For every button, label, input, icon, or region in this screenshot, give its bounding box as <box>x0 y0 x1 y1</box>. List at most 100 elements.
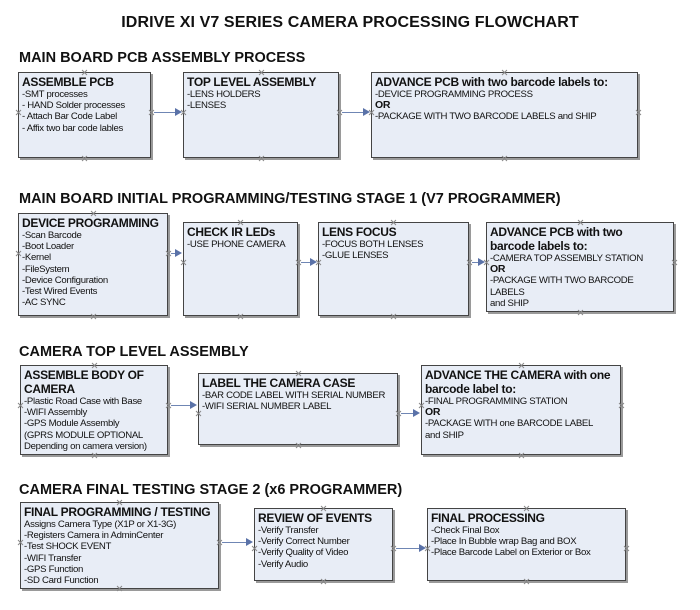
connection-point-icon <box>524 505 530 511</box>
process-box-title: ASSEMBLE BODY OF CAMERA <box>24 368 144 396</box>
process-box-title: FINAL PROCESSING <box>431 511 545 525</box>
connection-point-icon <box>180 109 186 115</box>
connection-point-icon <box>117 499 123 505</box>
connection-point-icon <box>15 109 21 115</box>
process-step: -Boot Loader <box>22 241 74 253</box>
connection-point-icon <box>295 442 301 448</box>
process-box: FINAL PROCESSING -Check Final Box-Place … <box>427 508 626 581</box>
process-step: Depending on camera version) <box>24 440 147 452</box>
connection-point-icon <box>577 219 583 225</box>
connection-point-icon <box>91 362 97 368</box>
connection-point-icon <box>17 539 23 545</box>
process-box-title: LENS FOCUS <box>322 225 397 239</box>
process-step: -WIFI SERIAL NUMBER LABEL <box>202 401 332 413</box>
connection-point-icon <box>618 402 624 408</box>
process-step: -GLUE LENSES <box>322 250 389 262</box>
connection-point-icon <box>258 155 264 161</box>
connection-point-icon <box>15 250 21 256</box>
process-step: - Attach Bar Code Label <box>22 111 117 123</box>
process-box-title: ADVANCE THE CAMERA with one barcode labe… <box>425 368 611 396</box>
process-box: CHECK IR LEDs-USE PHONE CAMERA <box>183 222 298 316</box>
diagram-title: IDRIVE XI V7 SERIES CAMERA PROCESSING FL… <box>121 14 579 31</box>
connection-point-icon <box>315 259 321 265</box>
process-box-title: ADVANCE PCB with two barcode labels to: <box>375 75 608 89</box>
process-box-title: ASSEMBLE PCB <box>22 75 114 89</box>
connection-point-icon <box>321 578 327 584</box>
process-box: LABEL THE CAMERA CASE-BAR CODE LABEL WIT… <box>198 373 398 445</box>
flow-arrow <box>472 258 485 266</box>
process-step: -PACKAGE WITH TWO BARCODE LABELS and SHI… <box>375 111 597 123</box>
process-step: OR <box>375 99 391 112</box>
flow-arrow <box>222 538 253 546</box>
process-box-title: FINAL PROGRAMMING / TESTING <box>24 505 211 519</box>
connection-point-icon <box>321 505 327 511</box>
process-step: -AC SYNC <box>22 297 66 309</box>
connection-point-icon <box>251 545 257 551</box>
connection-point-icon <box>391 313 397 319</box>
process-step: -Registers Camera in AdminCenter <box>24 530 164 542</box>
process-step: -Verify Correct Number <box>258 536 350 548</box>
section-heading: MAIN BOARD PCB ASSEMBLY PROCESS <box>19 50 306 66</box>
process-box-title: TOP LEVEL ASSEMBLY <box>187 75 317 89</box>
process-step: -BAR CODE LABEL WITH SERIAL NUMBER <box>202 390 386 401</box>
process-step: -Verify Audio <box>258 558 308 570</box>
process-step: -FileSystem <box>22 263 70 275</box>
process-step: -LENSES <box>187 100 226 112</box>
process-step: -PACKAGE WITH one BARCODE LABEL <box>425 418 594 430</box>
process-step: -Test SHOCK EVENT <box>24 541 112 553</box>
process-step: -CAMERA TOP ASSEMBLY STATION <box>490 253 643 264</box>
process-step: -Verify Transfer <box>258 525 319 536</box>
process-step: -WIFI Transfer <box>24 552 82 564</box>
connection-point-icon <box>238 313 244 319</box>
process-step: -SMT processes <box>22 89 88 100</box>
process-box-title: REVIEW OF EVENTS <box>258 511 372 525</box>
process-step: -WIFI Assembly <box>24 407 87 419</box>
process-box-title: LABEL THE CAMERA CASE <box>202 376 356 390</box>
connection-point-icon <box>623 545 629 551</box>
process-step: -USE PHONE CAMERA <box>187 239 286 250</box>
connection-point-icon <box>671 259 677 265</box>
process-box-title: ADVANCE PCB with two barcode labels to: <box>490 225 623 253</box>
connection-point-icon <box>117 585 123 591</box>
connection-point-icon <box>577 309 583 315</box>
process-step: -FINAL PROGRAMMING STATION <box>425 396 568 407</box>
connection-point-icon <box>483 259 489 265</box>
process-step: -Check Final Box <box>431 525 500 536</box>
process-step: OR <box>490 263 506 276</box>
connection-point-icon <box>518 362 524 368</box>
process-box: ADVANCE PCB with two barcode labels to:-… <box>486 222 674 313</box>
process-step: (GPRS MODULE OPTIONAL <box>24 429 143 441</box>
connection-point-icon <box>258 69 264 75</box>
connection-point-icon <box>391 219 397 225</box>
section-heading: CAMERA FINAL TESTING STAGE 2 (x6 PROGRAM… <box>19 482 403 498</box>
connection-point-icon <box>295 370 301 376</box>
process-box: ADVANCE THE CAMERA with one barcode labe… <box>421 365 621 455</box>
flow-arrow <box>301 258 317 266</box>
connection-point-icon <box>418 402 424 408</box>
connection-point-icon <box>180 259 186 265</box>
process-step: -GPS Module Assembly <box>24 418 120 430</box>
process-step: -Place Barcode Label on Exterior or Box <box>431 547 591 559</box>
process-step: - Affix two bar code lables <box>22 122 124 134</box>
connection-point-icon <box>90 210 96 216</box>
process-box-title: CHECK IR LEDs <box>187 225 276 239</box>
process-step: -SD Card Function <box>24 575 99 587</box>
process-step: -Place In Bubble wrap Bag and BOX <box>431 536 577 548</box>
flow-arrow <box>401 409 420 417</box>
connection-point-icon <box>524 578 530 584</box>
process-step: -Test Wired Events <box>22 286 98 298</box>
process-box: ADVANCE PCB with two barcode labels to: -… <box>371 72 638 158</box>
connection-point-icon <box>82 155 88 161</box>
process-step: -Kernel <box>22 252 51 264</box>
section-heading: MAIN BOARD INITIAL PROGRAMMING/TESTING S… <box>19 191 561 207</box>
flow-arrow <box>342 108 370 116</box>
section-heading: CAMERA TOP LEVEL ASSEMBLY <box>19 344 249 360</box>
process-step: - HAND Solder processes <box>22 100 125 112</box>
connection-point-icon <box>424 545 430 551</box>
process-step: -PACKAGE WITH TWO BARCODE LABELS <box>490 275 634 298</box>
connection-point-icon <box>195 410 201 416</box>
flow-arrow <box>154 108 182 116</box>
flow-arrow <box>171 249 182 257</box>
process-step: -Device Configuration <box>22 274 108 286</box>
connection-point-icon <box>635 109 641 115</box>
